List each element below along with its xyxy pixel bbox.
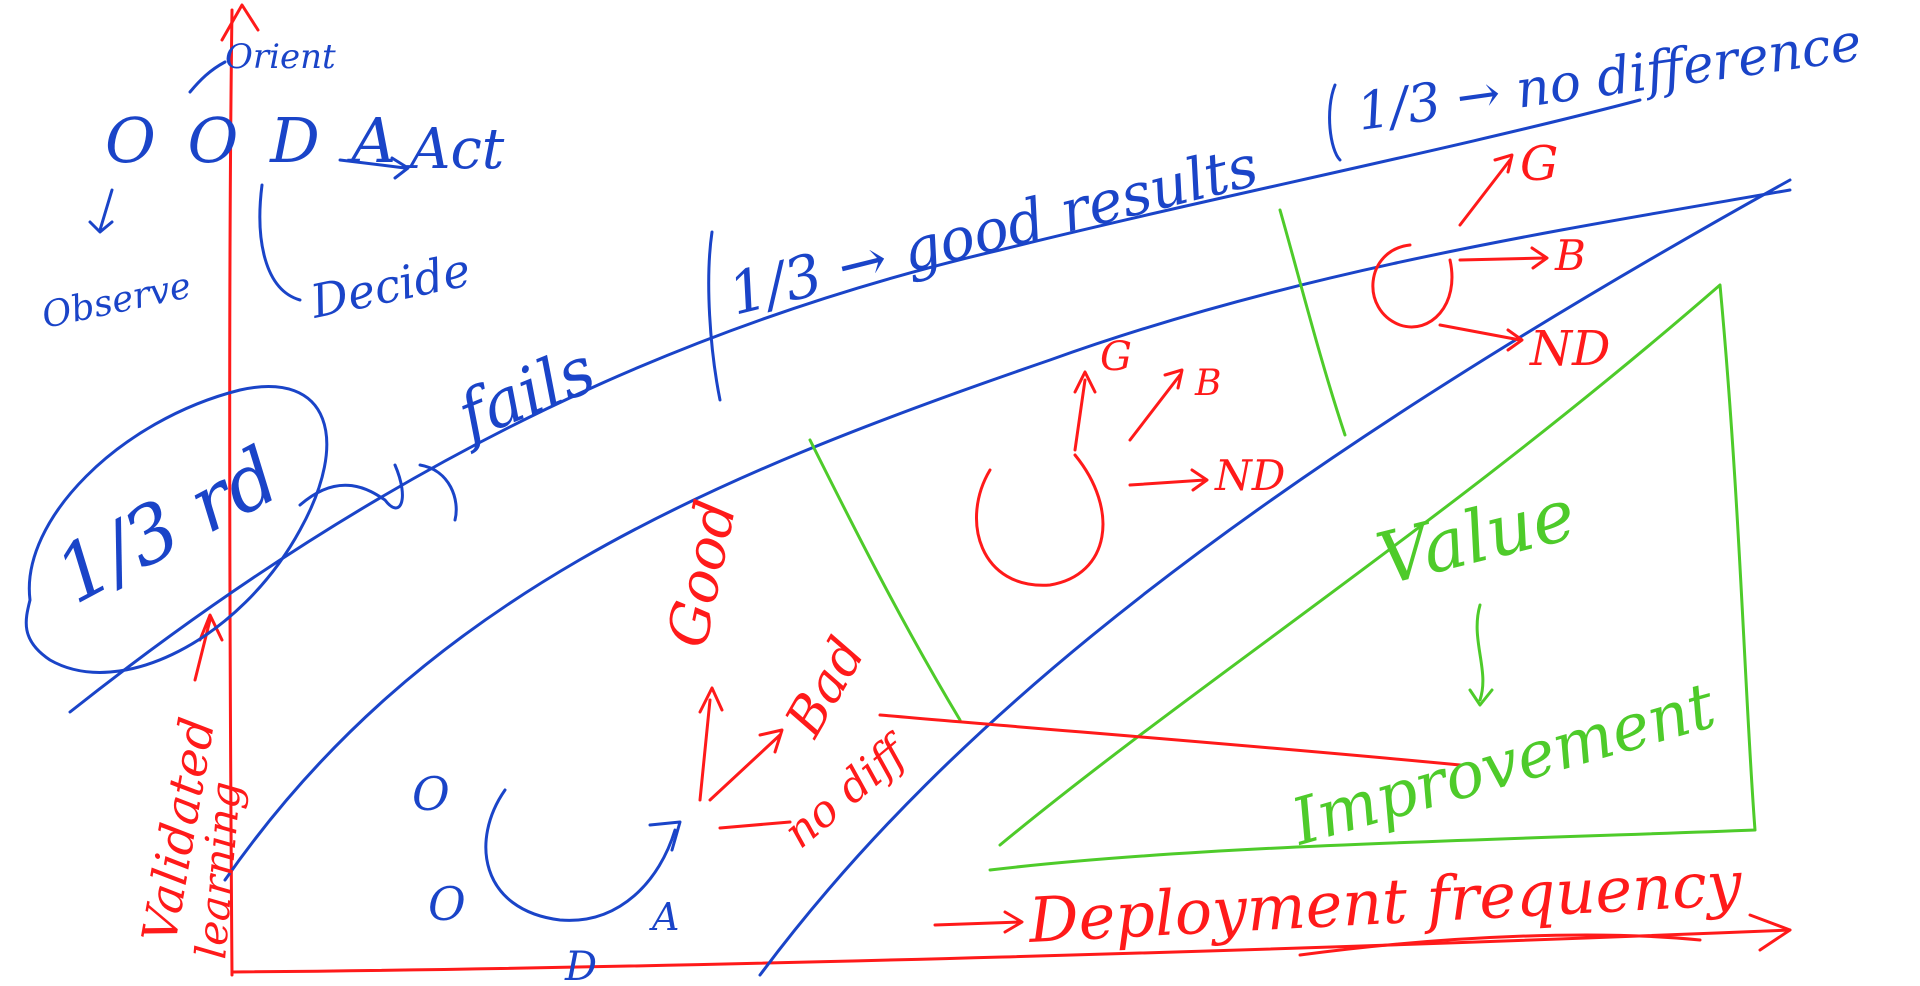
- outer-b-label: B: [1554, 231, 1586, 280]
- ooda-divider-2: [1328, 83, 1342, 162]
- no-diff-label: no diff: [774, 724, 921, 859]
- y-axis-up-arrow: [193, 613, 224, 682]
- act-label: Act: [405, 117, 505, 182]
- bad-label: Bad: [774, 628, 878, 748]
- outer-loop-arc: [1371, 243, 1454, 329]
- outer-nd-label: ND: [1529, 321, 1610, 377]
- value-box: [988, 283, 1757, 872]
- good-results-label: 1/3 → good results: [722, 131, 1264, 328]
- decide-hook: [258, 183, 302, 302]
- outer-b-arrow: [1458, 246, 1549, 270]
- thirds-connector-arrow: [298, 463, 458, 522]
- no-difference-label: 1/3 → no difference: [1353, 13, 1865, 143]
- deploy-arrow: [933, 910, 1024, 934]
- blue-text: O O D A Orient Act Decide Observe 1/3 rd…: [38, 13, 1865, 986]
- mid-b-label: B: [1194, 363, 1221, 404]
- mid-nd-label: ND: [1214, 451, 1285, 500]
- value-region: [808, 208, 1757, 872]
- orient-arrow: [188, 60, 227, 94]
- x-axis-arrowhead: [1748, 913, 1792, 952]
- axes: [193, 3, 1792, 977]
- red-annotations: [698, 153, 1549, 934]
- value-down-arrow: [1468, 603, 1494, 707]
- mid-g-label: G: [1100, 334, 1132, 380]
- observe-arrow: [88, 188, 114, 234]
- orient-label: Orient: [225, 37, 336, 77]
- lower-curve: [758, 178, 1792, 977]
- inner-loop-arc: [484, 788, 677, 922]
- good-arrow: [698, 686, 724, 802]
- observe-label: Observe: [38, 265, 194, 337]
- green-text: Value Improvement: [1283, 472, 1723, 861]
- inner-d-label: D: [564, 944, 597, 986]
- x-axis-underline: [1298, 933, 1702, 957]
- good-label: Good: [655, 495, 749, 653]
- learning-curves: [24, 60, 1792, 977]
- x-axis-label: Deployment frequency: [1026, 847, 1744, 957]
- decide-label: Decide: [305, 242, 475, 329]
- outer-g-label: G: [1520, 136, 1558, 192]
- ooda-title: O O D A: [105, 104, 402, 177]
- y-axis: [228, 8, 234, 977]
- mid-nd-arrow: [1128, 468, 1209, 492]
- mid-loop-arc: [975, 453, 1105, 587]
- value-label: Value: [1369, 472, 1584, 602]
- no-diff-arrow: [718, 820, 792, 830]
- x-axis: [230, 928, 1792, 974]
- improvement-label: Improvement: [1283, 669, 1723, 861]
- y-axis-arrowhead: [220, 3, 260, 42]
- bad-to-box-line: [878, 713, 1462, 767]
- ooda-divider-1: [707, 230, 722, 402]
- upper-curve: [68, 98, 1642, 714]
- inner-a-label: A: [649, 895, 679, 939]
- outer-g-arrow: [1458, 153, 1514, 227]
- act-arrow: [338, 156, 410, 180]
- mid-g-arrow: [1073, 370, 1097, 452]
- middle-curve: [223, 188, 1792, 882]
- thirds-circle: [24, 385, 329, 674]
- divider-green-1: [808, 438, 962, 722]
- inner-o2-label: O: [428, 877, 466, 931]
- fails-label: fails: [443, 331, 606, 457]
- inner-loop-arrowhead: [648, 820, 682, 852]
- bad-arrow: [708, 728, 784, 802]
- mid-b-arrow: [1128, 368, 1184, 442]
- outer-nd-arrow: [1438, 323, 1524, 352]
- inner-o1-label: O: [412, 767, 450, 821]
- divider-green-2: [1278, 208, 1347, 437]
